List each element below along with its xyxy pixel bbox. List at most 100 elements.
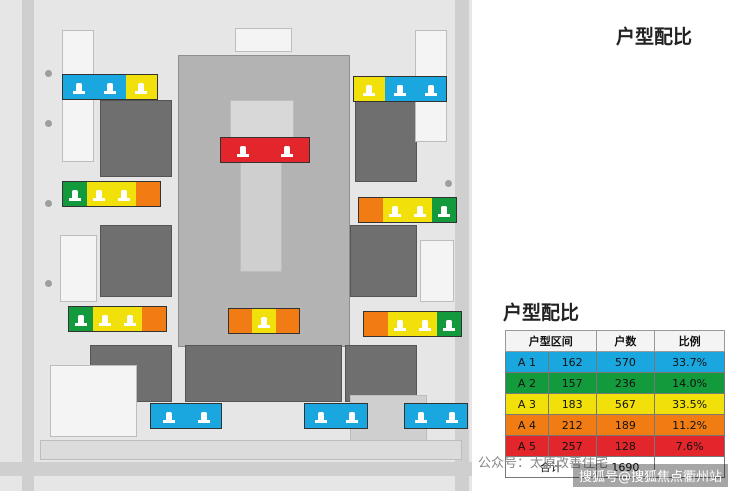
unit-a2[interactable] (431, 198, 456, 222)
cell-area: 157 (547, 372, 597, 394)
header-count: 户数 (595, 330, 656, 352)
building-icon (281, 145, 293, 157)
unit-a2[interactable] (436, 312, 461, 336)
table-row: A 1 162 570 33.7% (505, 351, 725, 373)
unit-group[interactable] (68, 306, 167, 332)
watermark-text: 公众号：太原改善住宅 (478, 456, 609, 471)
table-header-row: 户型区间 户数 比例 (505, 330, 725, 352)
table-row: A 5 257 128 7.6% (505, 435, 725, 457)
unit-a3[interactable] (354, 77, 385, 101)
building-icon (394, 319, 407, 331)
building-light (235, 28, 292, 52)
building-icon (93, 189, 106, 201)
building-icon (363, 84, 376, 96)
unit-a4[interactable] (141, 307, 166, 331)
building-icon (72, 82, 85, 94)
unit-a4[interactable] (275, 309, 299, 333)
page-title: 户型配比 (616, 26, 693, 48)
unit-a1[interactable] (415, 77, 447, 101)
road-west (22, 0, 34, 491)
unit-a3[interactable] (388, 312, 413, 336)
unit-a2[interactable] (63, 182, 88, 206)
unit-group[interactable] (62, 181, 161, 207)
building-icon (162, 411, 175, 423)
building-light (60, 235, 97, 302)
cell-area: 162 (547, 351, 597, 373)
unit-group[interactable] (363, 311, 462, 337)
table-row: A 4 212 189 11.2% (505, 414, 725, 436)
building-strip (40, 440, 462, 460)
unit-group[interactable] (404, 403, 468, 429)
unit-a3[interactable] (383, 198, 408, 222)
building-icon (389, 205, 402, 217)
unit-a1[interactable] (186, 404, 221, 428)
building-block (355, 100, 417, 182)
building-icon (424, 84, 437, 96)
building-icon (75, 314, 88, 326)
unit-a1[interactable] (405, 404, 436, 428)
unit-a1[interactable] (63, 75, 95, 99)
cell-total-label: 合计 (505, 456, 597, 478)
building-block (350, 225, 417, 297)
cell-area: 257 (547, 435, 597, 457)
cell-ratio: 11.2% (654, 414, 725, 436)
building-icon (197, 411, 210, 423)
cell-count: 570 (595, 351, 656, 373)
unit-a1[interactable] (436, 404, 467, 428)
cell-ratio: 7.6% (654, 435, 725, 457)
unit-a4[interactable] (135, 182, 160, 206)
unit-a4[interactable] (364, 312, 389, 336)
unit-a4[interactable] (229, 309, 253, 333)
header-ratio: 比例 (654, 330, 725, 352)
building-light (420, 240, 454, 302)
building-icon (445, 411, 458, 423)
table-title: 户型配比 (503, 302, 580, 324)
road-east (455, 0, 469, 491)
cell-type: A 1 (505, 351, 549, 373)
unit-group[interactable] (304, 403, 368, 429)
building-icon (413, 205, 426, 217)
building-icon (414, 411, 427, 423)
unit-a5[interactable] (221, 138, 265, 162)
unit-a3[interactable] (111, 182, 136, 206)
table-row: A 3 183 567 33.5% (505, 393, 725, 415)
building-block (100, 100, 172, 177)
unit-group[interactable] (220, 137, 310, 163)
header-type: 户型区间 (505, 330, 597, 352)
unit-a3[interactable] (252, 309, 276, 333)
cell-ratio: 14.0% (654, 372, 725, 394)
building-icon (314, 411, 327, 423)
unit-a3[interactable] (117, 307, 142, 331)
central-pool (240, 160, 282, 272)
unit-group[interactable] (353, 76, 447, 102)
unit-group[interactable] (150, 403, 222, 429)
unit-a1[interactable] (94, 75, 126, 99)
building-icon (442, 319, 455, 331)
building-icon (394, 84, 406, 96)
unit-a1[interactable] (305, 404, 336, 428)
building-icon (257, 316, 270, 328)
building-icon (437, 205, 450, 217)
building-icon (99, 314, 112, 326)
unit-group[interactable] (62, 74, 158, 100)
unit-group[interactable] (228, 308, 300, 334)
unit-a3[interactable] (93, 307, 118, 331)
unit-a3[interactable] (412, 312, 437, 336)
unit-group[interactable] (358, 197, 457, 223)
cell-ratio: 33.5% (654, 393, 725, 415)
unit-a2[interactable] (69, 307, 94, 331)
unit-a3[interactable] (87, 182, 112, 206)
unit-a3[interactable] (125, 75, 157, 99)
table-row: A 2 157 236 14.0% (505, 372, 725, 394)
building-icon (135, 82, 148, 94)
building-icon (345, 411, 358, 423)
unit-a5[interactable] (265, 138, 309, 162)
unit-a3[interactable] (407, 198, 432, 222)
unit-a1[interactable] (384, 77, 416, 101)
unit-a1[interactable] (151, 404, 186, 428)
unit-a4[interactable] (359, 198, 384, 222)
cell-area: 212 (547, 414, 597, 436)
cell-total-ratio (654, 456, 725, 478)
unit-a1[interactable] (336, 404, 367, 428)
building-block (100, 225, 172, 297)
